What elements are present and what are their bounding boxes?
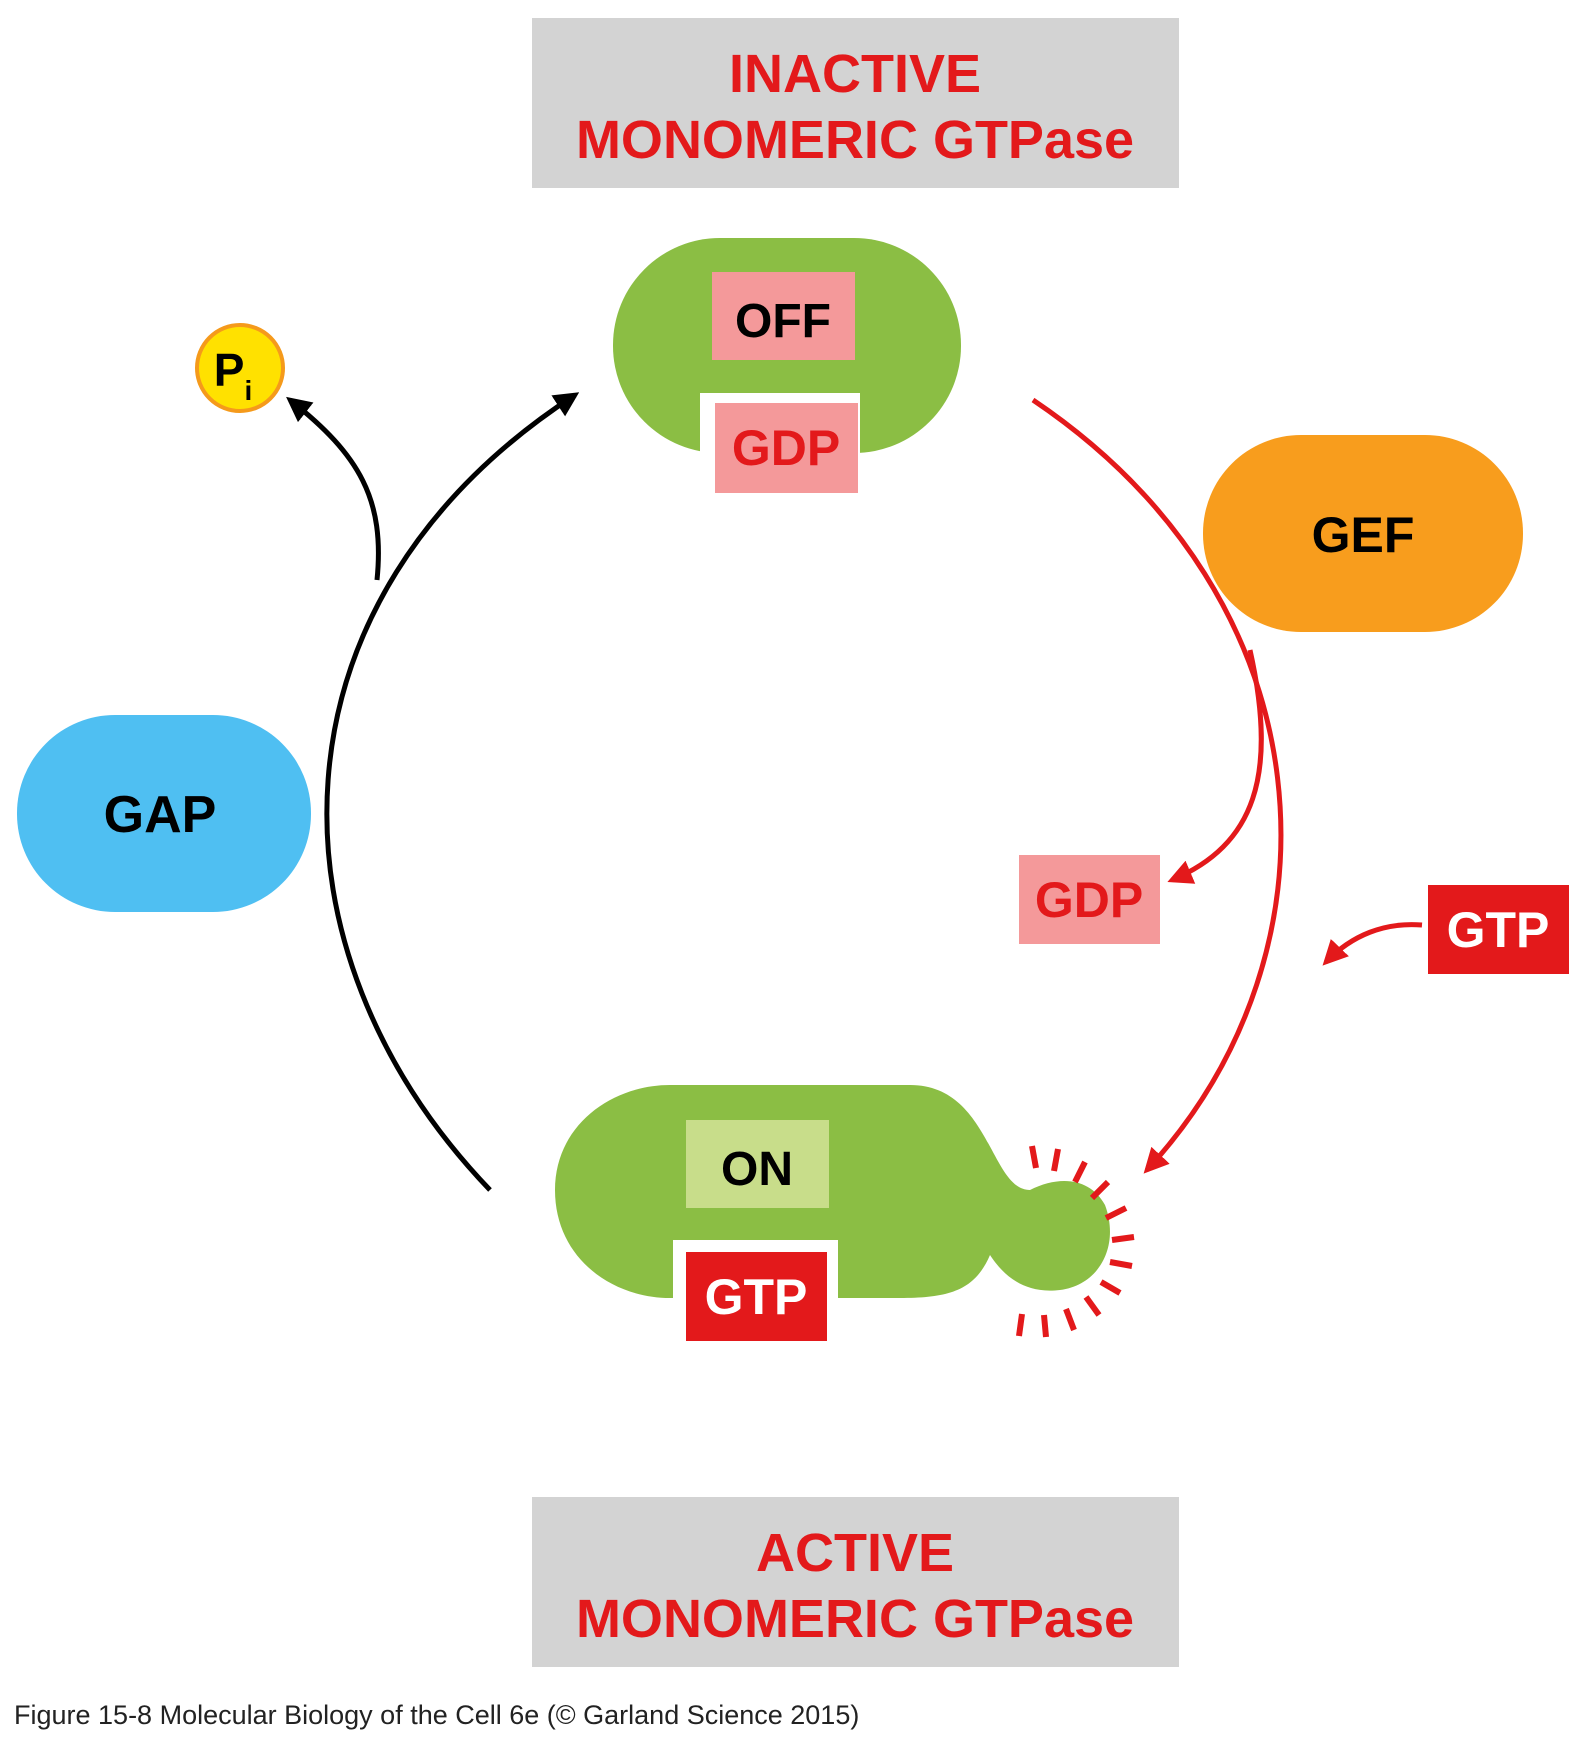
gdp-release-arrow bbox=[1167, 649, 1264, 884]
active-title-line2: MONOMERIC GTPase bbox=[576, 1589, 1134, 1649]
inactive-title-line2: MONOMERIC GTPase bbox=[576, 110, 1134, 170]
bound-gdp-box bbox=[715, 403, 858, 493]
bound-gdp-label: GDP bbox=[732, 420, 840, 476]
gap-label: GAP bbox=[104, 786, 217, 844]
released-gdp-label: GDP bbox=[1035, 872, 1143, 928]
phosphate-subscript: i bbox=[244, 375, 252, 406]
phosphate: Pi bbox=[195, 323, 285, 413]
gef-cycle-arrow bbox=[1031, 397, 1284, 1174]
phosphate-label: Pi bbox=[214, 344, 252, 406]
bound-gtp-box bbox=[686, 1252, 827, 1341]
phosphate-circle bbox=[195, 323, 285, 413]
active-gtpase: ON GTP bbox=[555, 1085, 1135, 1350]
activity-rays bbox=[1016, 1145, 1135, 1338]
active-title-box: ACTIVE MONOMERIC GTPase bbox=[532, 1497, 1179, 1667]
incoming-gtp-label: GTP bbox=[1447, 902, 1550, 958]
on-label: ON bbox=[721, 1143, 793, 1196]
off-label-box bbox=[712, 272, 855, 360]
inactive-title-line1: INACTIVE bbox=[729, 44, 981, 104]
gap-cycle-arrow bbox=[324, 392, 580, 1192]
phosphate-release-arrow bbox=[286, 396, 381, 581]
incoming-gtp: GTP bbox=[1428, 885, 1569, 974]
inactive-gtpase: OFF GDP bbox=[613, 238, 961, 503]
off-label: OFF bbox=[735, 295, 831, 348]
gef-label: GEF bbox=[1312, 507, 1415, 563]
active-title-line1: ACTIVE bbox=[756, 1523, 954, 1583]
figure-caption: Figure 15-8 Molecular Biology of the Cel… bbox=[14, 1700, 859, 1730]
gef: GEF bbox=[1203, 435, 1523, 632]
on-label-box bbox=[686, 1120, 829, 1208]
gap: GAP bbox=[17, 715, 311, 912]
inactive-title-box: INACTIVE MONOMERIC GTPase bbox=[532, 18, 1179, 188]
bound-gtp-label: GTP bbox=[705, 1269, 808, 1325]
gtp-entry-arrow bbox=[1322, 922, 1423, 966]
released-gdp: GDP bbox=[1019, 855, 1160, 944]
